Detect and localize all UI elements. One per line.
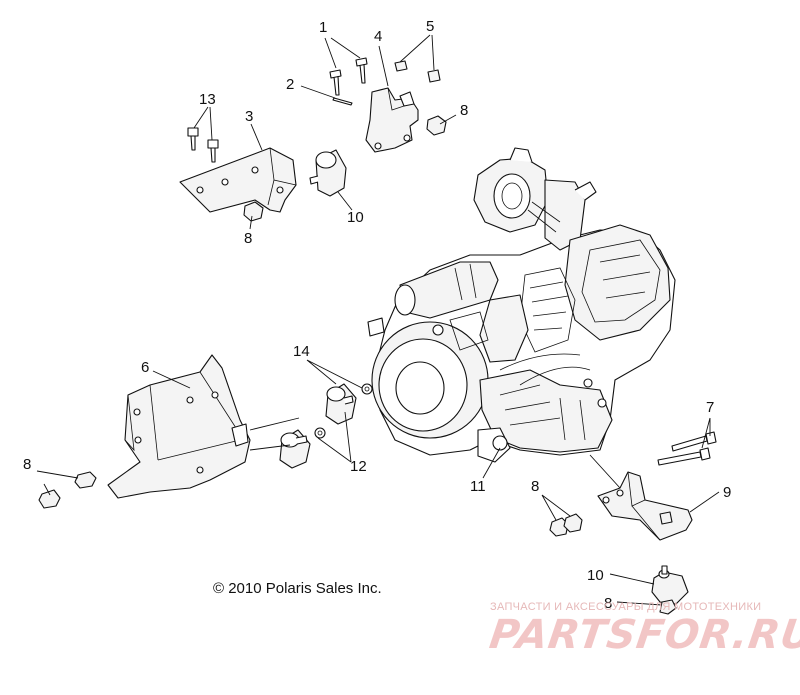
pin-2: [332, 97, 353, 106]
leader-lines: [36, 34, 720, 606]
callout-4: 4: [374, 28, 382, 45]
callout-3: 3: [245, 108, 253, 125]
nut-8-top: [426, 115, 447, 136]
washer-14: [314, 383, 373, 439]
nut-8-lower-left: [38, 471, 97, 509]
rubber-mount-10-bottom: [651, 565, 689, 605]
callout-9: 9: [723, 484, 731, 501]
callout-8-lower-center: 8: [531, 478, 539, 495]
callout-8-lower-left: 8: [23, 456, 31, 473]
nut-8-bottom: [659, 599, 677, 615]
callout-7: 7: [706, 399, 714, 416]
nut-8-upper-left: [243, 201, 264, 222]
copyright-notice: © 2010 Polaris Sales Inc.: [213, 580, 382, 597]
nut-8-lower-center: [549, 513, 583, 537]
callout-5: 5: [426, 18, 434, 35]
bracket-9: [597, 471, 693, 541]
rubber-mount-12-pair: [279, 383, 357, 469]
bolt-13-pair: [187, 127, 219, 163]
callout-14: 14: [293, 343, 310, 360]
bracket-4: [365, 87, 419, 153]
bolt-1-pair: [329, 57, 368, 96]
callout-11: 11: [470, 478, 486, 495]
callout-6: 6: [141, 359, 149, 376]
callout-13: 13: [199, 91, 216, 108]
watermark-tagline: ЗАПЧАСТИ И АКСЕССУАРЫ ДЛЯ МОТОТЕХНИКИ: [490, 601, 762, 613]
nut-5-pair: [394, 60, 441, 83]
engine-assembly: [367, 147, 676, 463]
callout-10-top: 10: [347, 209, 364, 226]
bracket-3: [179, 147, 297, 213]
callout-8-upper-left: 8: [244, 230, 252, 247]
callout-2: 2: [286, 76, 294, 93]
bolt-7-pair: [657, 431, 717, 466]
callout-8-bottom: 8: [604, 595, 612, 612]
callout-8-top: 8: [460, 102, 468, 119]
callout-labels: 1 2 3 4 5 8 13 8 10 6 14 8 12 11 7 8 9 1…: [23, 18, 731, 612]
callout-12: 12: [350, 458, 367, 475]
rubber-mount-10-top: [309, 149, 347, 197]
callout-10-bottom: 10: [587, 567, 604, 584]
bracket-6: [107, 354, 251, 499]
callout-1: 1: [319, 19, 327, 36]
watermark-logo: PARTSFOR.RU: [486, 612, 800, 658]
